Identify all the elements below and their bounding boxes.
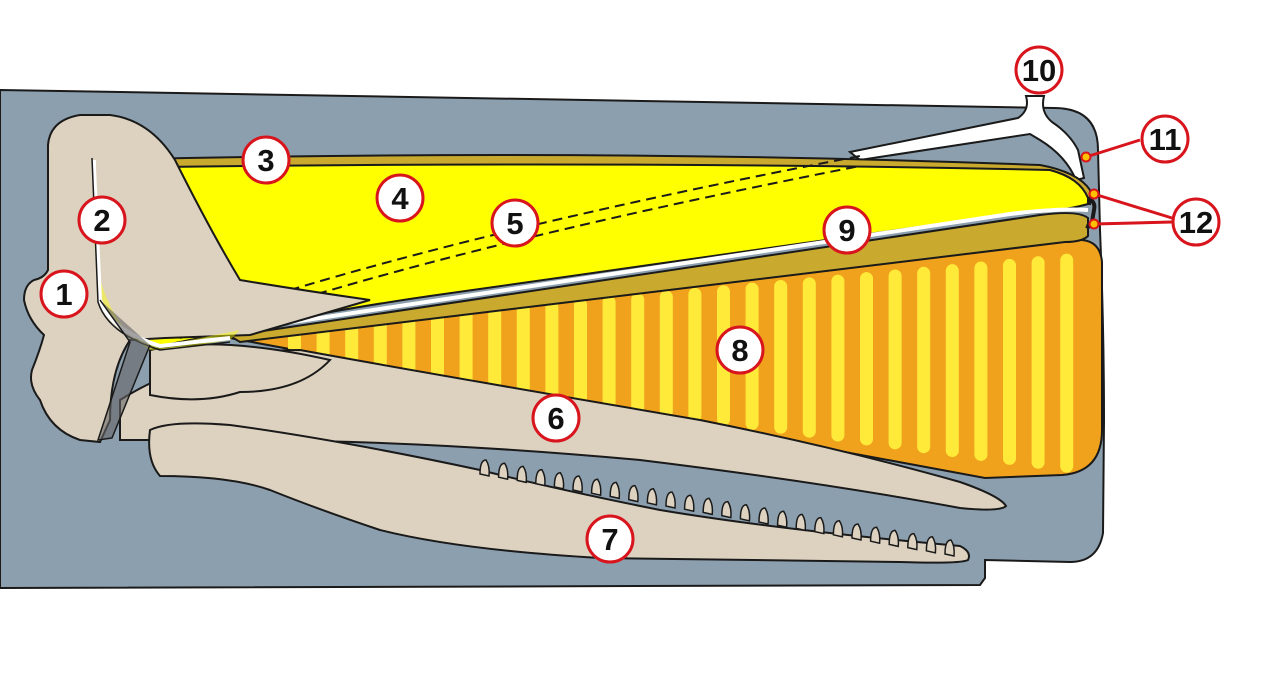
callout-line-12a — [1093, 192, 1173, 220]
svg-text:9: 9 — [838, 213, 855, 248]
label-10: 10 — [1014, 45, 1064, 95]
nasal-passage-dashed-1 — [167, 155, 861, 331]
junk-compartment-bar — [802, 277, 816, 438]
left-nasal-passage — [847, 95, 1086, 182]
svg-text:5: 5 — [506, 206, 523, 241]
tooth — [572, 475, 583, 493]
tooth — [702, 497, 714, 516]
upper-jaw-front-plate — [149, 343, 332, 401]
tooth — [721, 500, 732, 519]
tooth — [553, 472, 565, 490]
junk-compartment-bar — [602, 295, 616, 411]
tooth — [683, 494, 695, 513]
tooth — [907, 532, 918, 551]
label-8: 8 — [715, 325, 765, 375]
tooth — [609, 481, 621, 500]
label-3: 3 — [241, 135, 291, 185]
junk-compartment-bar — [831, 274, 845, 442]
callout-line-11 — [1085, 138, 1141, 159]
callout-line-12b — [1093, 220, 1173, 226]
svg-text:1: 1 — [55, 277, 72, 312]
junk-compartment-bar — [974, 261, 988, 461]
svg-text:12: 12 — [1179, 205, 1213, 240]
junk-compartment-bar — [402, 314, 416, 384]
right-nasal-passage — [227, 212, 1089, 344]
junk-compartment-bar — [888, 269, 902, 450]
svg-text:4: 4 — [391, 181, 409, 216]
tooth — [814, 516, 825, 535]
tooth — [516, 465, 528, 484]
svg-text:11: 11 — [1149, 122, 1182, 157]
junk-compartment-bar — [774, 279, 788, 434]
svg-text:3: 3 — [257, 143, 274, 178]
junk-compartment-bar — [1031, 256, 1045, 469]
label-4: 4 — [375, 173, 425, 223]
tooth — [590, 478, 602, 497]
junk-compartment-bar — [945, 264, 959, 458]
junk-compartments — [288, 253, 1074, 473]
tooth — [535, 468, 546, 487]
tooth — [795, 513, 807, 532]
junk-compartment-bar — [574, 298, 587, 407]
callout-dot-12a — [1088, 188, 1100, 200]
tooth — [739, 504, 751, 522]
frontal-sac — [96, 299, 151, 441]
tooth — [646, 488, 658, 506]
lower-jaw — [148, 422, 970, 564]
tooth — [758, 507, 769, 525]
lower-jaw-teeth — [479, 459, 955, 557]
tooth — [851, 523, 862, 541]
nasal-passage-dashed-2 — [179, 165, 861, 339]
junk-compartment-bar — [1003, 258, 1016, 465]
svg-text:2: 2 — [93, 203, 110, 238]
junk-compartment-bar — [860, 272, 873, 446]
svg-text:6: 6 — [547, 401, 564, 436]
label-9: 9 — [822, 205, 872, 255]
label-2: 2 — [77, 195, 127, 245]
junk-compartment-bar — [917, 266, 931, 454]
callout-dot-11 — [1080, 151, 1092, 163]
tooth — [944, 539, 955, 557]
label-5: 5 — [490, 198, 540, 248]
label-11: 11 — [1140, 114, 1190, 164]
svg-text:7: 7 — [601, 522, 618, 557]
tooth — [665, 491, 676, 509]
junk-compartment-bar — [488, 306, 502, 396]
tooth — [888, 529, 900, 548]
tooth — [869, 526, 881, 545]
callout-dot-12b — [1088, 218, 1100, 230]
junk-compartment-bar — [516, 303, 530, 399]
junk-compartment-bar — [659, 290, 673, 419]
label-6: 6 — [531, 393, 581, 443]
junk-compartment-bar — [631, 293, 645, 415]
svg-text:8: 8 — [731, 333, 748, 368]
tooth — [497, 462, 509, 481]
tooth — [832, 520, 844, 538]
tooth — [628, 484, 639, 503]
junk-compartment-bar — [688, 287, 702, 423]
junk-compartment-bar — [1060, 253, 1074, 473]
right-nasal-passage-line — [239, 207, 1089, 332]
junk-compartment-bar — [459, 308, 473, 392]
tooth — [925, 536, 937, 554]
svg-text:10: 10 — [1022, 53, 1056, 88]
label-12: 12 — [1171, 197, 1221, 247]
label-7: 7 — [585, 514, 635, 564]
tooth — [776, 510, 788, 529]
junk-compartment-bar — [431, 311, 444, 388]
junk-compartment-bar — [545, 300, 559, 403]
tooth — [479, 459, 490, 477]
label-1: 1 — [39, 269, 89, 319]
case-outline-edge — [91, 157, 231, 351]
